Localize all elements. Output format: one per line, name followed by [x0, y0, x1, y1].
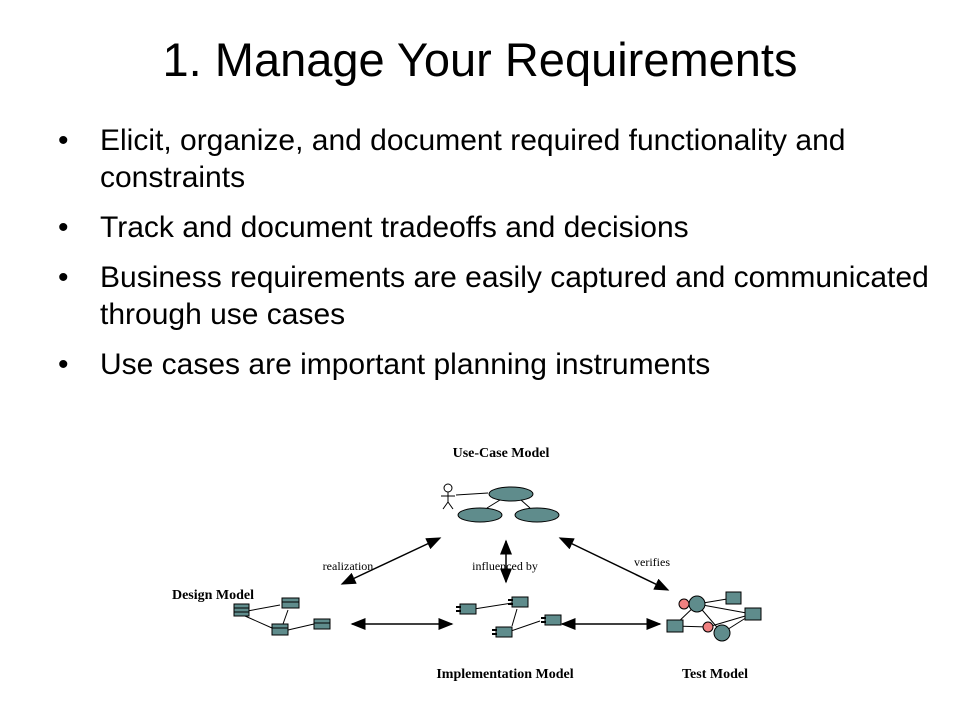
bullet-dot: • — [58, 261, 69, 294]
verifies-arrow — [558, 537, 670, 591]
test-model-icon — [666, 591, 762, 642]
bullet-text: Track and document tradeoffs and decisio… — [100, 211, 689, 244]
bullet-item: • Track and document tradeoffs and decisi… — [58, 209, 938, 246]
realization-arrow — [340, 537, 442, 585]
bullet-dot: • — [58, 211, 69, 244]
bullet-text: Business requirements are easily capture… — [100, 261, 929, 331]
bullet-list: • Elicit, organize, and document required… — [58, 122, 938, 396]
use-case-model-label: Use-Case Model — [453, 446, 550, 461]
bullet-item: • Elicit, organize, and document required… — [58, 122, 938, 196]
slide-title: 1. Manage Your Requirements — [162, 33, 798, 86]
edge-label-realization: realization — [323, 559, 374, 573]
bullet-text: Elicit, organize, and document required … — [100, 124, 846, 194]
edge-label-influenced-by: influenced by — [472, 559, 538, 573]
test-model-label: Test Model — [682, 667, 748, 682]
use-case-model-icon — [441, 483, 560, 523]
bullet-dot: • — [58, 124, 69, 157]
bullet-item: • Business requirements are easily captur… — [58, 259, 938, 333]
bullet-text: Use cases are important planning instrum… — [100, 348, 711, 381]
bullet-dot: • — [58, 348, 69, 381]
design-model-icon — [233, 597, 331, 636]
implementation-model-icon — [456, 596, 562, 638]
bullet-item: • Use cases are important planning instru… — [58, 346, 938, 383]
implementation-model-label: Implementation Model — [436, 667, 573, 682]
design-model-label: Design Model — [172, 588, 254, 603]
edge-label-verifies: verifies — [634, 555, 670, 569]
